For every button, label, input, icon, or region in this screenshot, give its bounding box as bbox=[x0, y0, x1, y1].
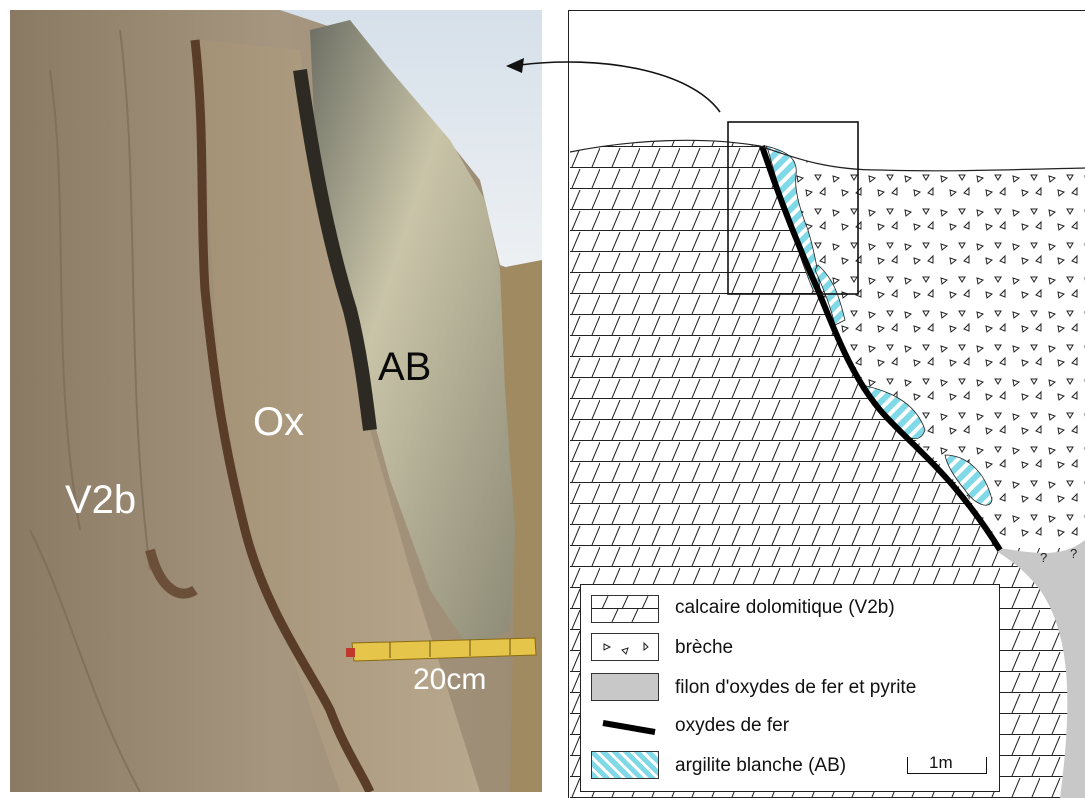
question-mark-2: ? bbox=[1070, 546, 1077, 561]
rust-spot bbox=[145, 548, 198, 599]
outcrop-photo: V2b Ox AB 20cm bbox=[10, 10, 542, 792]
dark-crevice bbox=[293, 69, 377, 431]
ab-rock bbox=[310, 20, 515, 650]
oxydes-de-fer-line bbox=[759, 145, 1003, 552]
question-mark-1: ? bbox=[1040, 550, 1047, 565]
filon-oxydes-zone bbox=[998, 540, 1085, 798]
swatch-argilite bbox=[591, 751, 659, 779]
legend-label-oxydes: oxydes de fer bbox=[675, 715, 790, 736]
legend-label-calcaire: calcaire dolomitique (V2b) bbox=[675, 597, 895, 618]
ground-surface bbox=[569, 139, 1085, 172]
ox-zone bbox=[200, 40, 480, 792]
swatch-filon bbox=[591, 673, 659, 701]
legend-label-argilite: argilite blanche (AB) bbox=[675, 755, 847, 776]
label-ab: AB bbox=[378, 345, 432, 389]
ruler bbox=[346, 637, 537, 662]
legend-label-filon: filon d'oxydes de fer et pyrite bbox=[675, 677, 917, 698]
sky bbox=[280, 10, 542, 280]
swatch-breche bbox=[591, 633, 659, 661]
label-ox: Ox bbox=[253, 400, 305, 444]
breche-zone bbox=[760, 146, 1085, 548]
legend: calcaire dolomitique (V2b) brèche filon … bbox=[580, 584, 1000, 792]
argilite-lens-4 bbox=[944, 454, 993, 506]
legend-label-breche: brèche bbox=[675, 637, 734, 658]
background-rock bbox=[490, 260, 542, 792]
label-scale-20cm: 20cm bbox=[413, 663, 487, 696]
scale-bar-label: 1m bbox=[929, 753, 953, 772]
photo-location-box bbox=[727, 121, 859, 295]
arrow-curve bbox=[519, 61, 721, 113]
swatch-calcaire bbox=[591, 595, 659, 623]
label-v2b: V2b bbox=[65, 478, 137, 522]
arrow-head bbox=[506, 58, 524, 73]
outcrop-photo-drawing bbox=[10, 10, 542, 792]
rock-texture bbox=[29, 29, 151, 792]
swatch-oxydes bbox=[591, 713, 659, 741]
scale-bar bbox=[907, 757, 987, 774]
oxide-vein bbox=[190, 39, 375, 792]
